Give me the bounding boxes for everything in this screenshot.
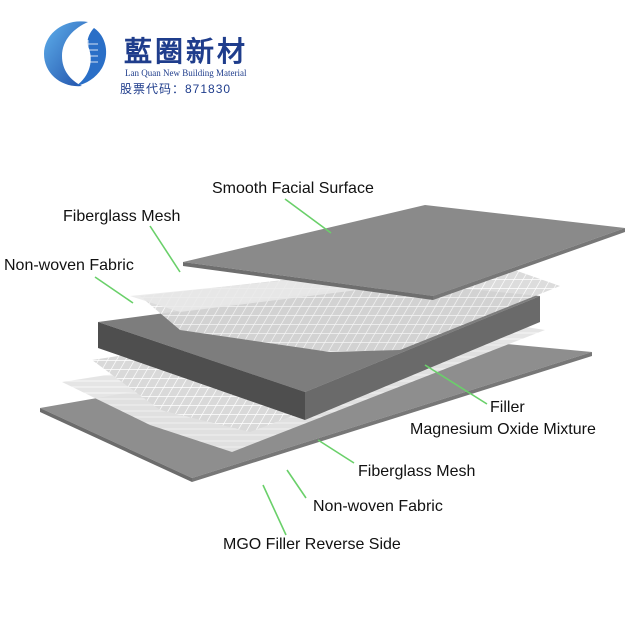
label-fiberglass-mesh-bottom: Fiberglass Mesh bbox=[358, 463, 476, 480]
smooth-facial-surface-edge bbox=[183, 262, 433, 300]
reverse-side-front-edge bbox=[192, 352, 592, 482]
leader-smooth-facial-surface bbox=[284, 198, 332, 234]
leader-nonwoven-fabric-top bbox=[94, 276, 134, 304]
smooth-facial-surface-layer bbox=[183, 205, 625, 296]
leader-fiberglass-mesh-bottom bbox=[317, 439, 355, 464]
label-smooth-facial-surface: Smooth Facial Surface bbox=[212, 180, 374, 197]
label-filler: Filler bbox=[490, 399, 525, 416]
lan-quan-logo-icon bbox=[44, 21, 107, 87]
leader-mgo-filler-reverse-side bbox=[262, 484, 287, 536]
label-mgo-filler-reverse-side: MGO Filler Reverse Side bbox=[223, 536, 401, 553]
reverse-side-edge bbox=[40, 408, 192, 482]
leader-filler bbox=[424, 364, 488, 405]
core-slab-left-side bbox=[98, 322, 305, 420]
core-slab-front-side bbox=[305, 296, 540, 420]
label-nonwoven-fabric-bottom: Non-woven Fabric bbox=[313, 498, 443, 515]
brand-logo: 藍圈新材 Lan Quan New Building Material 股票代码… bbox=[36, 14, 266, 96]
brand-name-cn: 藍圈新材 bbox=[124, 35, 249, 68]
smooth-facial-surface-front-edge bbox=[433, 228, 625, 300]
leader-fiberglass-mesh-top bbox=[149, 225, 181, 273]
label-nonwoven-fabric-top: Non-woven Fabric bbox=[4, 257, 134, 274]
label-magnesium-oxide-mixture: Magnesium Oxide Mixture bbox=[410, 421, 596, 438]
stock-code: 股票代码：871830 bbox=[120, 82, 232, 96]
leader-nonwoven-fabric-bottom bbox=[286, 469, 307, 499]
label-fiberglass-mesh-top: Fiberglass Mesh bbox=[63, 208, 181, 225]
brand-name-en: Lan Quan New Building Material bbox=[125, 68, 247, 78]
